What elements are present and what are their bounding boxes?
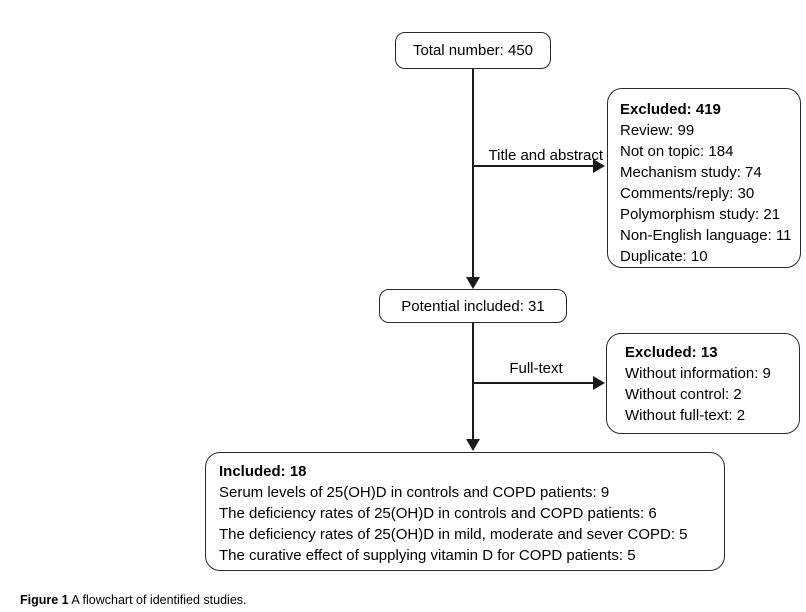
text-line: The deficiency rates of 25(OH)D in contr… (219, 505, 657, 522)
text-line: The deficiency rates of 25(OH)D in mild,… (219, 526, 688, 543)
arrowhead-right-excluded2-icon (593, 376, 605, 390)
node-excluded-title-abstract: Excluded: 419 Review: 99 Not on topic: 18… (607, 88, 801, 268)
text-line: Review: 99 (620, 122, 695, 139)
text-line: Duplicate: 10 (620, 248, 708, 265)
node-potential-included: Potential included: 31 (379, 289, 567, 323)
text-line: Mechanism study: 74 (620, 164, 762, 181)
connector-total-to-potential (472, 68, 474, 279)
connector-full-text (473, 382, 594, 384)
node-included-items: Serum levels of 25(OH)D in controls and … (219, 482, 716, 566)
arrowhead-down-included-icon (466, 439, 480, 451)
connector-title-abstract (473, 165, 594, 167)
text-line: Serum levels of 25(OH)D in controls and … (219, 484, 610, 501)
edge-label-full-text: Full-text (509, 360, 563, 377)
text-line: Polymorphism study: 21 (620, 206, 781, 223)
node-total-number: Total number: 450 (395, 32, 551, 69)
figure-caption: Figure 1 A flowchart of identified studi… (20, 593, 247, 607)
node-total-number-label: Total number: 450 (412, 42, 534, 59)
figure-caption-text: A flowchart of identified studies. (68, 593, 247, 607)
figure-caption-label: Figure 1 (20, 593, 69, 607)
arrowhead-down-potential-icon (466, 277, 480, 289)
text-line: Not on topic: 184 (620, 143, 734, 160)
text-line: Comments/reply: 30 (620, 185, 755, 202)
node-included-title: Included: 18 (219, 463, 307, 480)
edge-label-title-abstract: Title and abstract (488, 147, 604, 164)
text-line: Without control: 2 (625, 386, 742, 403)
node-excluded-full-text-items: Without information: 9 Without control: 2… (625, 363, 793, 426)
node-potential-included-label: Potential included: 31 (401, 297, 545, 315)
arrowhead-right-excluded1-icon (593, 159, 605, 173)
connector-potential-to-included (472, 322, 474, 440)
node-excluded-title-abstract-title: Excluded: 419 (620, 101, 721, 118)
node-excluded-full-text-title: Excluded: 13 (625, 344, 718, 361)
text-line: Non-English language: 11 (620, 227, 792, 244)
text-line: Without full-text: 2 (625, 407, 746, 424)
node-included: Included: 18 Serum levels of 25(OH)D in … (205, 452, 725, 571)
text-line: Without information: 9 (625, 365, 771, 382)
text-line: The curative effect of supplying vitamin… (219, 547, 636, 564)
